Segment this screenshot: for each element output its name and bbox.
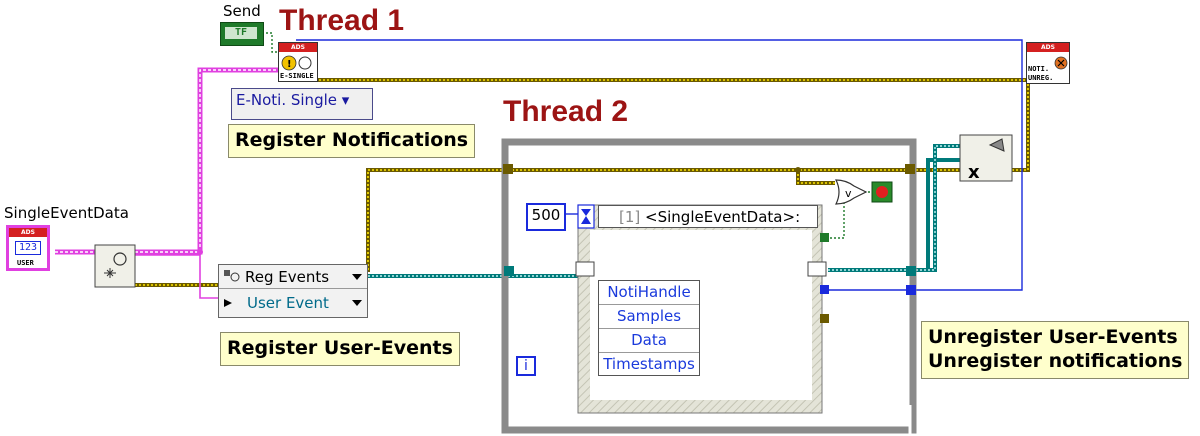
reg-events-title: Reg Events (219, 265, 367, 289)
or-function-icon: v (835, 179, 868, 205)
register-user-events-comment: Register User-Events (220, 332, 460, 366)
unbundle-samples[interactable]: Samples (599, 305, 699, 329)
chevron-down-icon (352, 274, 362, 280)
tunnels (503, 164, 916, 323)
unregister-comment: Unregister User-Events Unregister notifi… (921, 321, 1190, 379)
ads-event-single-icon[interactable]: ADS ! E-SINGLE (278, 42, 318, 82)
svg-text:!: ! (287, 59, 292, 70)
noti-label: NOTI. (1028, 65, 1050, 73)
ads-user-type-icon[interactable]: ADS 123 USER (6, 225, 50, 271)
e-single-label: E-SINGLE (280, 72, 314, 80)
unregister-icon (1054, 56, 1068, 70)
register-notifications-comment: Register Notifications (228, 124, 476, 158)
user-label: USER (17, 259, 34, 267)
reg-events-user-event[interactable]: User Event (247, 294, 329, 312)
warning-icon: ! (281, 55, 312, 71)
send-boolean-constant[interactable]: TF (220, 22, 264, 46)
reg-events-icon (224, 270, 240, 282)
svg-text:x: x (968, 162, 980, 183)
single-event-data-label: SingleEventData (4, 204, 129, 222)
hourglass-timeout-icon (577, 204, 595, 229)
event-case-selector[interactable]: [1] <SingleEventData>: (598, 205, 818, 228)
unbundle-by-name[interactable]: NotiHandle Samples Data Timestamps (598, 280, 700, 376)
unbundle-notihandle[interactable]: NotiHandle (599, 281, 699, 305)
user-number-label: 123 (15, 241, 41, 255)
unbundle-data[interactable]: Data (599, 329, 699, 353)
event-data-node-right (807, 261, 827, 277)
while-loop (501, 138, 917, 434)
unregister-user-events-line: Unregister User-Events (928, 326, 1178, 348)
chevron-down-icon (352, 300, 362, 306)
iteration-terminal: i (516, 356, 536, 376)
thread-1-title: Thread 1 (279, 4, 405, 37)
notification-mode-ring[interactable]: E-Noti. Single ▾ (231, 88, 373, 120)
boolean-constant-icon: TF (225, 27, 257, 39)
reg-events-node[interactable]: Reg Events User Event (218, 264, 368, 318)
unregister-notifications-line: Unregister notifications (928, 349, 1183, 372)
event-case-index: [1] (619, 208, 641, 226)
event-data-node-left (575, 261, 595, 277)
thread-2-title: Thread 2 (503, 95, 629, 128)
unbundle-timestamps[interactable]: Timestamps (603, 355, 695, 373)
timeout-constant[interactable]: 500 (526, 203, 566, 231)
event-case-name: <SingleEventData>: (645, 208, 801, 226)
ads-noti-unreg-icon[interactable]: ADS NOTI. UNREG. (1026, 42, 1070, 84)
create-user-event-icon (94, 244, 136, 288)
unreg-label: UNREG. (1028, 74, 1054, 82)
svg-text:v: v (845, 187, 852, 200)
arrow-right-icon (224, 299, 232, 307)
destroy-user-event-icon: x (959, 134, 1013, 183)
send-label: Send (223, 2, 261, 20)
stop-indicator-icon (871, 181, 893, 203)
